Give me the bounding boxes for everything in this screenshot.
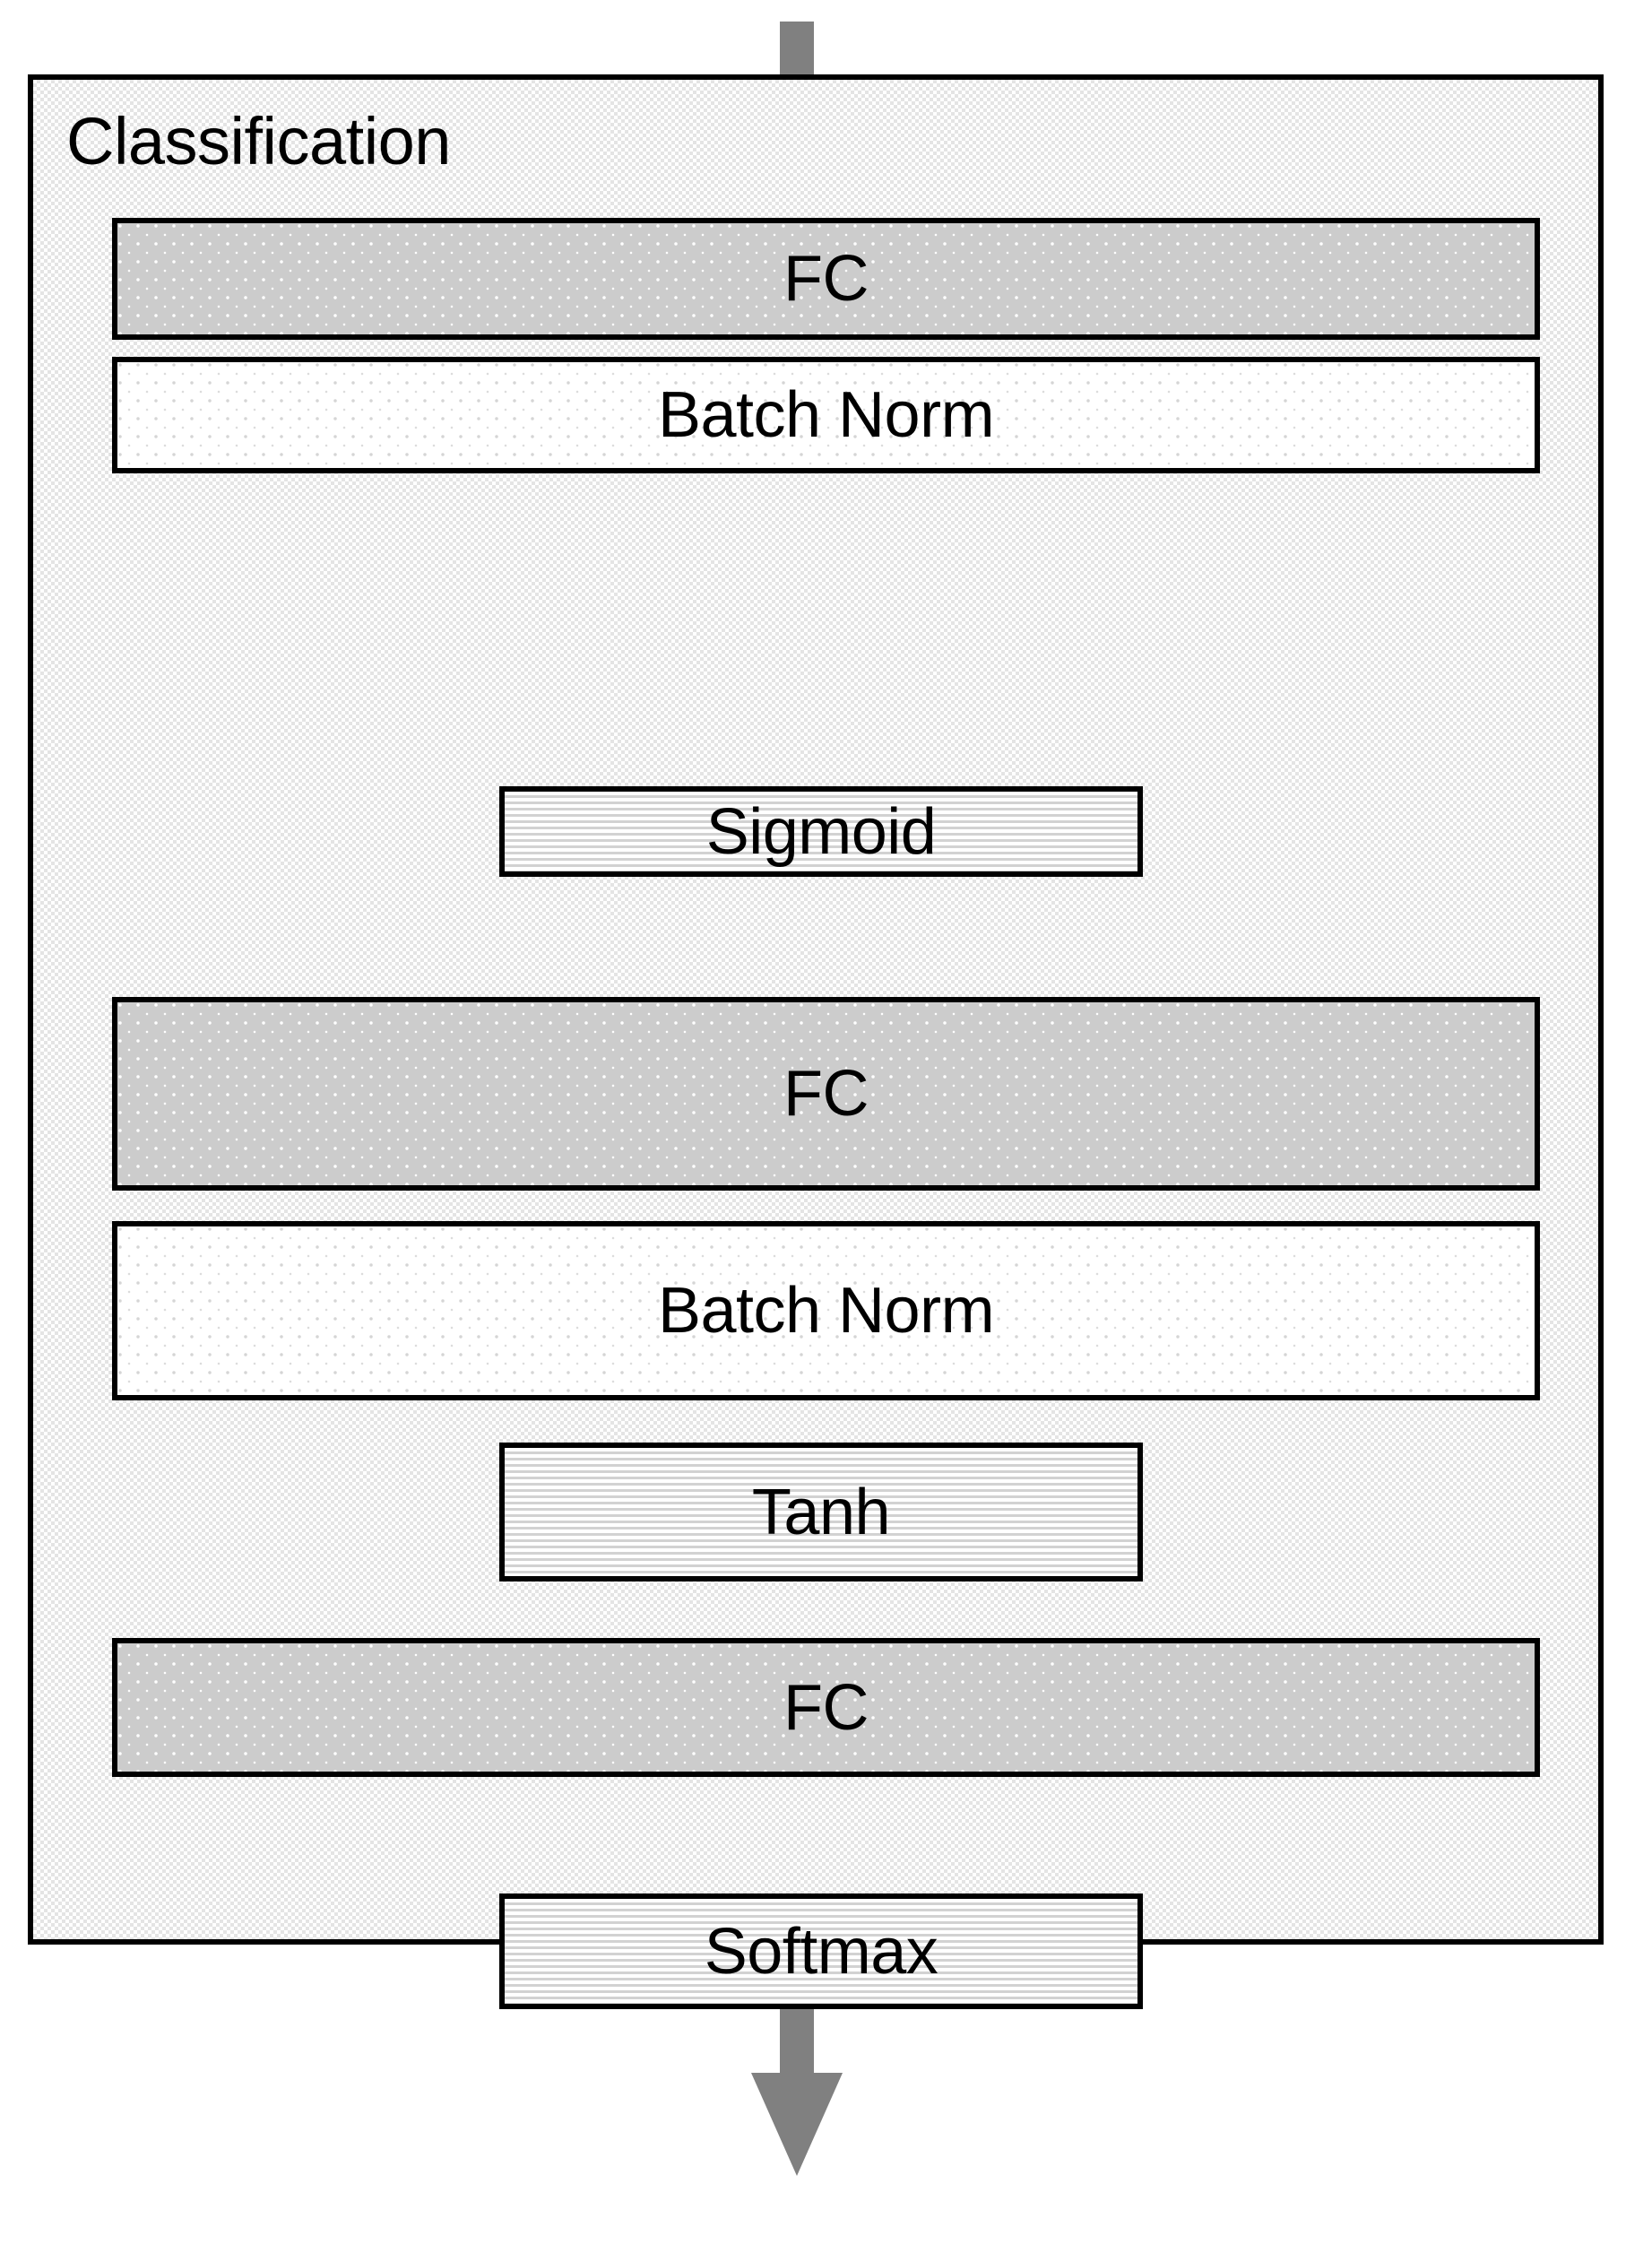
layer-label: FC	[783, 1671, 869, 1744]
layer-label: Batch Norm	[657, 379, 995, 451]
layer-label: FC	[783, 243, 869, 315]
layer-label: Batch Norm	[657, 1275, 995, 1347]
layer-label: Tanh	[751, 1476, 891, 1548]
layer-fc-2[interactable]: FC	[112, 997, 1540, 1191]
layer-fc-3[interactable]: FC	[112, 1638, 1540, 1777]
layer-label: Sigmoid	[705, 795, 937, 868]
layer-sigmoid[interactable]: Sigmoid	[499, 786, 1143, 877]
arrow-head-icon	[751, 2073, 843, 2176]
layer-label: FC	[783, 1058, 869, 1130]
layer-softmax[interactable]: Softmax	[499, 1893, 1143, 2009]
layer-fc-1[interactable]: FC	[112, 218, 1540, 340]
layer-label: Softmax	[704, 1915, 938, 1988]
layer-tanh[interactable]: Tanh	[499, 1443, 1143, 1581]
layer-batchnorm-1[interactable]: Batch Norm	[112, 357, 1540, 473]
layer-batchnorm-2[interactable]: Batch Norm	[112, 1221, 1540, 1400]
group-title: Classification	[66, 104, 451, 178]
